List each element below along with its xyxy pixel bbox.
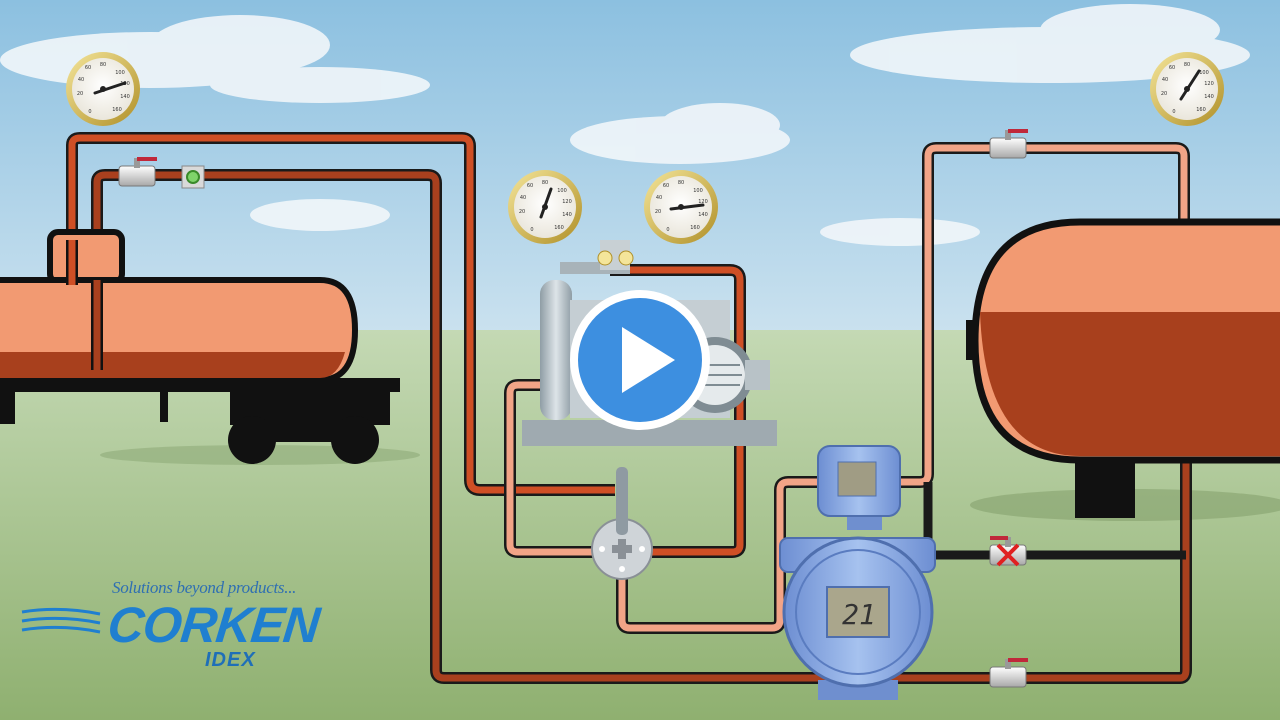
ball-valve-storage-bottom [989,658,1028,688]
svg-text:160: 160 [1196,107,1206,113]
svg-text:140: 140 [698,212,708,218]
transmitter-display-value: 21 [842,598,876,631]
svg-text:120: 120 [698,199,708,205]
clouds [0,4,1250,246]
svg-text:60: 60 [1169,65,1175,71]
idex-logo-text: IDEX [205,649,256,671]
svg-text:160: 160 [112,107,122,113]
ball-valve-railcar [118,157,157,187]
svg-text:0: 0 [530,227,533,233]
corken-swoosh [21,607,101,634]
svg-text:160: 160 [554,225,564,231]
svg-text:60: 60 [527,183,533,189]
svg-text:100: 100 [557,188,567,194]
svg-text:0: 0 [88,109,91,115]
pressure-transmitter-small [817,445,901,530]
svg-text:120: 120 [1204,81,1214,87]
svg-text:20: 20 [77,91,83,97]
storage-tank [966,218,1280,518]
svg-text:40: 40 [1162,77,1168,83]
svg-text:40: 40 [656,195,662,201]
play-icon [570,290,710,430]
svg-text:0: 0 [1172,109,1175,115]
svg-text:140: 140 [562,212,572,218]
corken-logo-text: CORKEN [105,597,322,653]
svg-text:20: 20 [655,209,661,215]
svg-text:120: 120 [562,199,572,205]
rail-tank-car [0,229,400,464]
ball-valve-storage-top [989,129,1028,159]
ball-valve-closed [989,536,1027,567]
svg-text:80: 80 [1184,62,1190,68]
svg-text:100: 100 [1199,70,1209,76]
pressure-gauge-pump-outlet: 60 80 100 40 120 20 140 0 160 [644,170,718,244]
svg-text:160: 160 [690,225,700,231]
svg-text:140: 140 [1204,94,1214,100]
four-way-valve [591,467,653,580]
svg-text:80: 80 [542,180,548,186]
pressure-gauge-storage: 60 80 100 40 120 20 140 0 160 [1150,52,1224,126]
play-button[interactable] [567,287,713,433]
svg-text:40: 40 [78,77,84,83]
svg-text:0: 0 [666,227,669,233]
svg-text:20: 20 [519,209,525,215]
pressure-transmitter-large [779,536,936,700]
svg-text:60: 60 [663,183,669,189]
svg-text:140: 140 [120,94,130,100]
svg-text:100: 100 [693,188,703,194]
brand-tagline: Solutions beyond products... [112,578,297,597]
flow-indicator [181,165,205,189]
svg-text:20: 20 [1161,91,1167,97]
svg-text:40: 40 [520,195,526,201]
svg-text:80: 80 [100,62,106,68]
piping [66,132,1192,684]
svg-text:60: 60 [85,65,91,71]
svg-text:100: 100 [115,70,125,76]
svg-text:80: 80 [678,180,684,186]
pressure-gauge-pump-inlet: 60 80 100 40 120 20 140 0 160 [508,170,582,244]
